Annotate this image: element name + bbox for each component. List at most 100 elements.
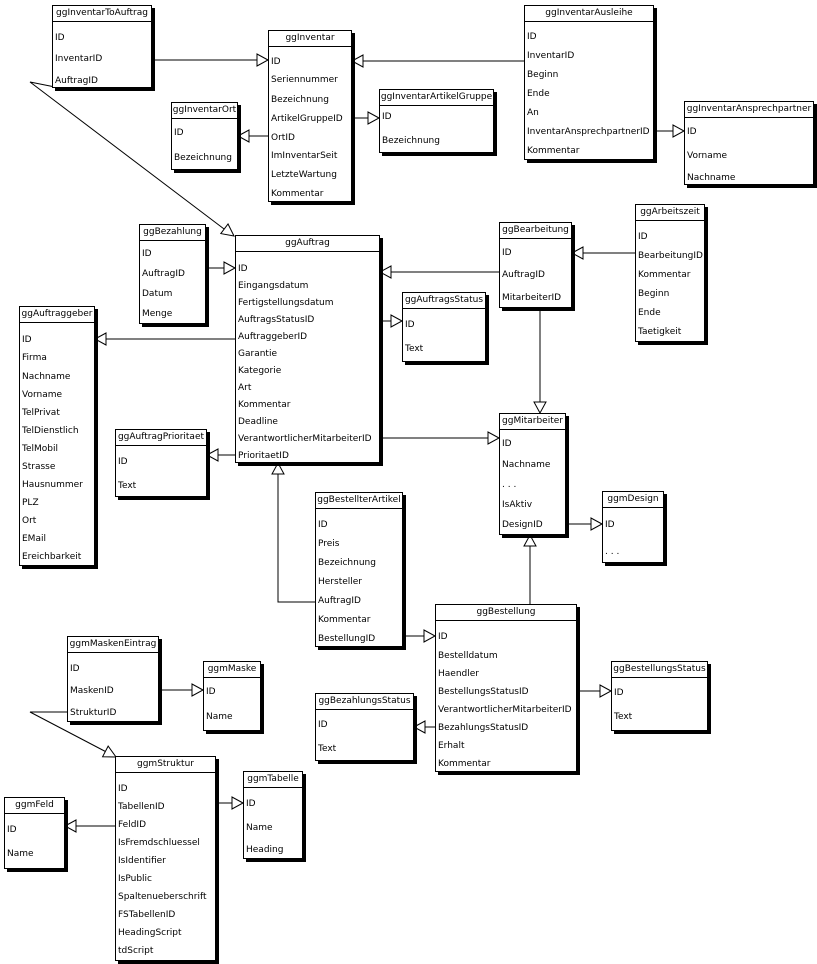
attribute-id: ID (238, 264, 248, 274)
attribute-text: Text (405, 344, 424, 354)
arrowhead-icon (523, 533, 537, 547)
attribute-: . . . (605, 547, 620, 557)
attribute-id: ID (382, 112, 392, 122)
arrowhead-icon (256, 53, 270, 67)
attribute-strasse: Strasse (22, 462, 56, 472)
arrowhead-icon (672, 124, 686, 138)
attribute-kommentar: Kommentar (271, 189, 324, 199)
arrowhead-icon (101, 745, 117, 758)
attribute-isidentifier: IsIdentifier (118, 856, 166, 866)
relationship-line (29, 711, 115, 757)
entity-title: ggBearbeitung (500, 223, 571, 239)
attribute-inventarid: InventarID (527, 51, 575, 61)
attribute-id: ID (502, 439, 512, 449)
attribute-beginn: Beginn (638, 289, 670, 299)
attribute-email: EMail (22, 534, 46, 544)
entity-title: ggmFeld (5, 798, 64, 814)
attribute-id: ID (438, 632, 448, 642)
arrowhead-icon (219, 223, 235, 237)
attribute-kommentar: Kommentar (527, 146, 580, 156)
attribute-auftragid: AuftragID (318, 596, 361, 606)
attribute-id: ID (405, 320, 415, 330)
attribute-verantwortlichermitarbeiterid: VerantwortlicherMitarbeiterID (238, 434, 372, 444)
attribute-telprivat: TelPrivat (22, 408, 60, 418)
attribute-bestellungid: BestellungID (318, 634, 376, 644)
attribute-id: ID (246, 799, 256, 809)
attribute-mitarbeiterid: MitarbeiterID (502, 293, 562, 303)
attribute-letztewartung: LetzteWartung (271, 170, 337, 180)
attribute-auftragsstatusid: AuftragsStatusID (238, 315, 315, 325)
attribute-deadline: Deadline (238, 417, 278, 427)
attribute-ende: Ende (638, 308, 661, 318)
attribute-hausnummer: Hausnummer (22, 480, 83, 490)
attribute-nachname: Nachname (502, 460, 551, 470)
arrowhead-icon (570, 246, 584, 260)
attribute-name: Name (7, 849, 34, 859)
entity-title: ggMitarbeiter (500, 414, 565, 430)
attribute-isaktiv: IsAktiv (502, 500, 533, 510)
attribute-inventaransprechpartnerid: InventarAnsprechpartnerID (527, 127, 650, 137)
attribute-bestellungsstatusid: BestellungsStatusID (438, 687, 529, 697)
attribute-id: ID (614, 688, 624, 698)
attribute-bezeichnung: Bezeichnung (174, 153, 232, 163)
attribute-fstabellenid: FSTabellenID (118, 910, 176, 920)
attribute-id: ID (271, 57, 281, 67)
attribute-: . . . (502, 480, 517, 490)
attribute-id: ID (502, 248, 512, 258)
attribute-preis: Preis (318, 539, 340, 549)
attribute-erhalt: Erhalt (438, 741, 465, 751)
attribute-fertigstellungsdatum: Fertigstellungsdatum (238, 298, 334, 308)
entity-title: ggInventarAusleihe (525, 6, 653, 22)
arrowhead-icon (423, 629, 437, 643)
attribute-bezahlungsstatusid: BezahlungsStatusID (438, 723, 529, 733)
attribute-vorname: Vorname (22, 390, 63, 400)
attribute-datum: Datum (142, 289, 173, 299)
attribute-garantie: Garantie (238, 349, 277, 359)
attribute-kategorie: Kategorie (238, 366, 282, 376)
attribute-id: ID (687, 127, 697, 137)
attribute-id: ID (118, 784, 128, 794)
entity-title: ggBestellungsStatus (612, 662, 707, 678)
entity-title: ggmMaske (204, 662, 260, 678)
attribute-art: Art (238, 383, 252, 393)
entity-title: ggmMaskenEintrag (68, 637, 158, 653)
attribute-text: Text (318, 744, 337, 754)
attribute-id: ID (142, 249, 152, 259)
entity-title: ggBezahlungsStatus (316, 694, 413, 710)
entity-title: ggInventar (269, 31, 351, 47)
attribute-iminventarseit: ImInventarSeit (271, 151, 338, 161)
attribute-id: ID (638, 232, 648, 242)
attribute-spaltenueberschrift: Spaltenueberschrift (118, 892, 207, 902)
attribute-vorname: Vorname (687, 151, 728, 161)
arrowhead-icon (223, 261, 237, 275)
arrowhead-icon (599, 684, 613, 698)
entity-title: ggmDesign (603, 492, 663, 508)
attribute-auftragid: AuftragID (142, 269, 185, 279)
attribute-ispublic: IsPublic (118, 874, 152, 884)
attribute-id: ID (527, 32, 537, 42)
